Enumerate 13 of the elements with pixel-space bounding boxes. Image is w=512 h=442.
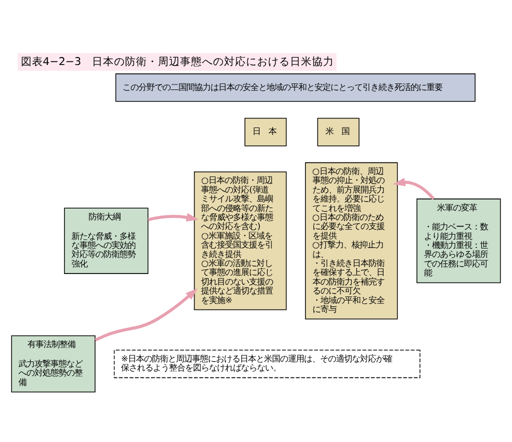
arrow — [94, 288, 198, 342]
arrow — [148, 213, 199, 222]
node-box: この分野での二国間協力は日本の安全と地域の平和と安定にとって引き続き死活的に重要 — [115, 73, 476, 102]
node-box: ○日本の防衛、周辺事態の抑止・対処のため、前方展開兵力を維持。必要に応じてこれを増強 ○日本の防衛のために必要な全ての支援を提供 ○打撃力、核抑止力は、 ・引き続き日本防衛を確保する上で、日本の防衛力を補完するのに不可欠 ・地域の平和と安全に寄与 — [305, 162, 398, 320]
node-box: ○日本の防衛・周辺事態への対応(弾道ミサイル攻撃、島嶼部への侵略等の新たな脅威や多様な事態への対応を含む) ○米軍施設・区域を含む接受国支援を引き続き提供 ○米軍の活動に対して事態の進展に応じ切れ目のない支援の提供など適切な措置を実施※ — [194, 172, 287, 310]
node-box: 日 本 — [244, 118, 287, 146]
arrow — [392, 178, 435, 200]
node-box: 有事法制整備 武力攻撃事態などへの対処態勢の整備 — [11, 335, 96, 392]
node-box: ※日本の防衛と周辺事態における日本と米国の運用は、その適切な対応が確保されるよう整合を図らなければならない。 — [114, 350, 420, 378]
node-box: 防衛大綱 新たな脅威・多様な事態への実効的対応等の防衛態勢強化 — [64, 208, 148, 274]
node-box: 米軍の変革 ・能力ベース：数より能力重視 ・機動力重視：世界のあらゆる場所での任務に即応可能 — [416, 198, 501, 284]
diagram-title: 図表4−2−3 日本の防衛・周辺事態への対応における日米協力 — [20, 55, 334, 68]
node-box: 米 国 — [317, 118, 360, 146]
